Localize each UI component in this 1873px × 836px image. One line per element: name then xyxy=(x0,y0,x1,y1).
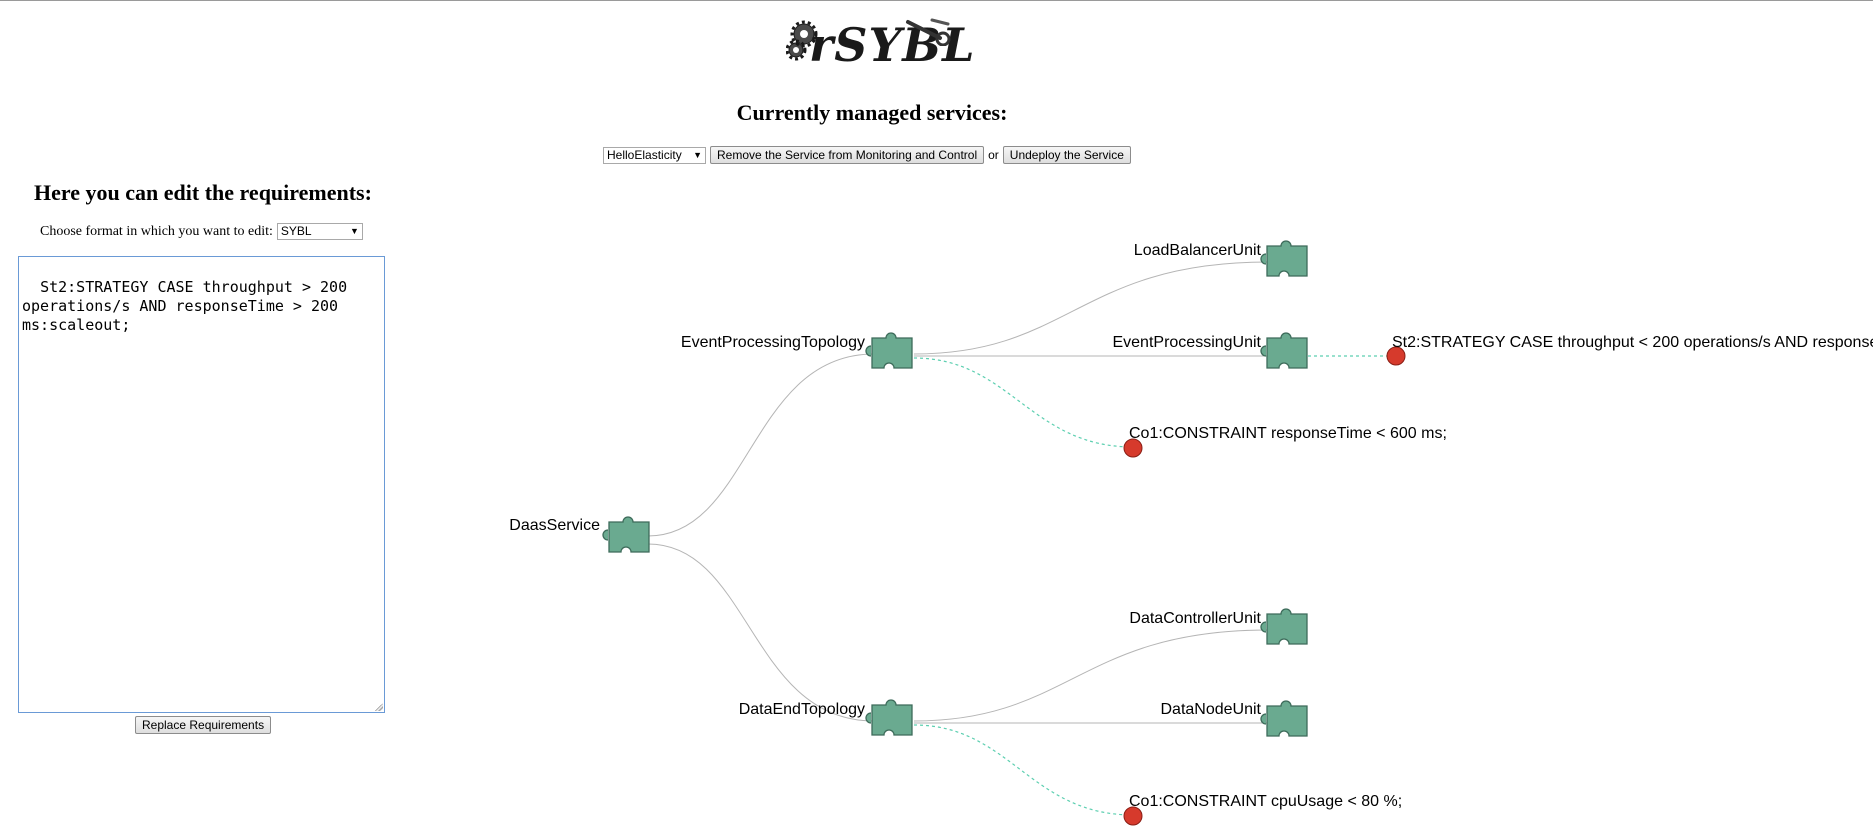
or-text: or xyxy=(988,148,999,162)
node-load-balancer-unit[interactable]: LoadBalancerUnit xyxy=(1134,240,1308,277)
requirements-editor[interactable]: St2:STRATEGY CASE throughput > 200 opera… xyxy=(18,256,385,713)
top-border xyxy=(0,0,1873,1)
requirements-title: Here you can edit the requirements: xyxy=(34,180,372,205)
tree-link xyxy=(913,629,1269,722)
requirement-link xyxy=(913,357,1134,448)
puzzle-piece-icon xyxy=(1260,240,1308,277)
node-label: DataEndTopology xyxy=(739,701,865,718)
node-daas-service[interactable]: DaasService xyxy=(509,516,650,553)
requirement-event-unit-strategy[interactable]: St2:STRATEGY CASE throughput < 200 opera… xyxy=(1386,334,1873,366)
tree-link xyxy=(913,261,1269,355)
format-select[interactable]: SYBL ▼ xyxy=(276,223,363,240)
wrench-icon xyxy=(906,18,951,46)
node-label: DataControllerUnit xyxy=(1129,610,1261,627)
node-label: EventProcessingUnit xyxy=(1112,334,1261,351)
remove-service-button[interactable]: Remove the Service from Monitoring and C… xyxy=(710,146,985,164)
requirement-data-topology-constraint[interactable]: Co1:CONSTRAINT cpuUsage < 80 %; xyxy=(1123,793,1402,826)
service-select[interactable]: HelloElasticity ▼ xyxy=(603,146,706,164)
puzzle-piece-icon xyxy=(865,699,913,736)
node-label: LoadBalancerUnit xyxy=(1134,242,1262,259)
dropdown-arrow-icon: ▼ xyxy=(350,226,359,236)
puzzle-piece-icon xyxy=(1260,608,1308,645)
requirement-event-topology-constraint[interactable]: Co1:CONSTRAINT responseTime < 600 ms; xyxy=(1123,425,1447,458)
node-event-processing-topology[interactable]: EventProcessingTopology xyxy=(681,332,913,369)
dropdown-arrow-icon: ▼ xyxy=(693,149,702,160)
requirement-link xyxy=(913,724,1134,816)
format-row: Choose format in which you want to edit:… xyxy=(40,223,363,240)
requirement-label: St2:STRATEGY CASE throughput < 200 opera… xyxy=(1392,334,1873,351)
node-label: DaasService xyxy=(509,517,600,534)
node-data-controller-unit[interactable]: DataControllerUnit xyxy=(1129,608,1308,645)
requirement-dot-icon xyxy=(1386,346,1406,366)
requirement-label: Co1:CONSTRAINT cpuUsage < 80 %; xyxy=(1129,793,1402,810)
format-label: Choose format in which you want to edit: xyxy=(40,223,273,239)
format-select-value: SYBL xyxy=(280,224,312,238)
managed-services-title: Currently managed services: xyxy=(736,100,1008,125)
node-data-node-unit[interactable]: DataNodeUnit xyxy=(1161,700,1308,737)
node-data-end-topology[interactable]: DataEndTopology xyxy=(739,699,913,736)
puzzle-piece-icon xyxy=(865,332,913,369)
requirement-label: Co1:CONSTRAINT responseTime < 600 ms; xyxy=(1129,425,1447,442)
requirement-dot-icon xyxy=(1123,438,1143,458)
requirements-text: St2:STRATEGY CASE throughput > 200 opera… xyxy=(22,278,357,334)
tree-link xyxy=(647,353,875,537)
node-label: EventProcessingTopology xyxy=(681,334,865,351)
requirement-dot-icon xyxy=(1123,806,1143,826)
resize-grip-icon[interactable] xyxy=(375,703,383,711)
replace-requirements-button[interactable]: Replace Requirements xyxy=(135,716,272,734)
gears-wrench-icon xyxy=(786,20,818,61)
rsybl-logo: rSYBL xyxy=(786,12,975,82)
puzzle-piece-icon xyxy=(602,516,650,553)
service-controls: HelloElasticity ▼ Remove the Service fro… xyxy=(603,145,1131,165)
service-select-value: HelloElasticity xyxy=(607,147,682,162)
node-label: DataNodeUnit xyxy=(1161,701,1262,718)
puzzle-piece-icon xyxy=(1260,700,1308,737)
node-event-processing-unit[interactable]: EventProcessingUnit xyxy=(1112,332,1308,369)
undeploy-service-button[interactable]: Undeploy the Service xyxy=(1002,146,1131,164)
tree-link xyxy=(647,543,875,722)
puzzle-piece-icon xyxy=(1260,332,1308,369)
